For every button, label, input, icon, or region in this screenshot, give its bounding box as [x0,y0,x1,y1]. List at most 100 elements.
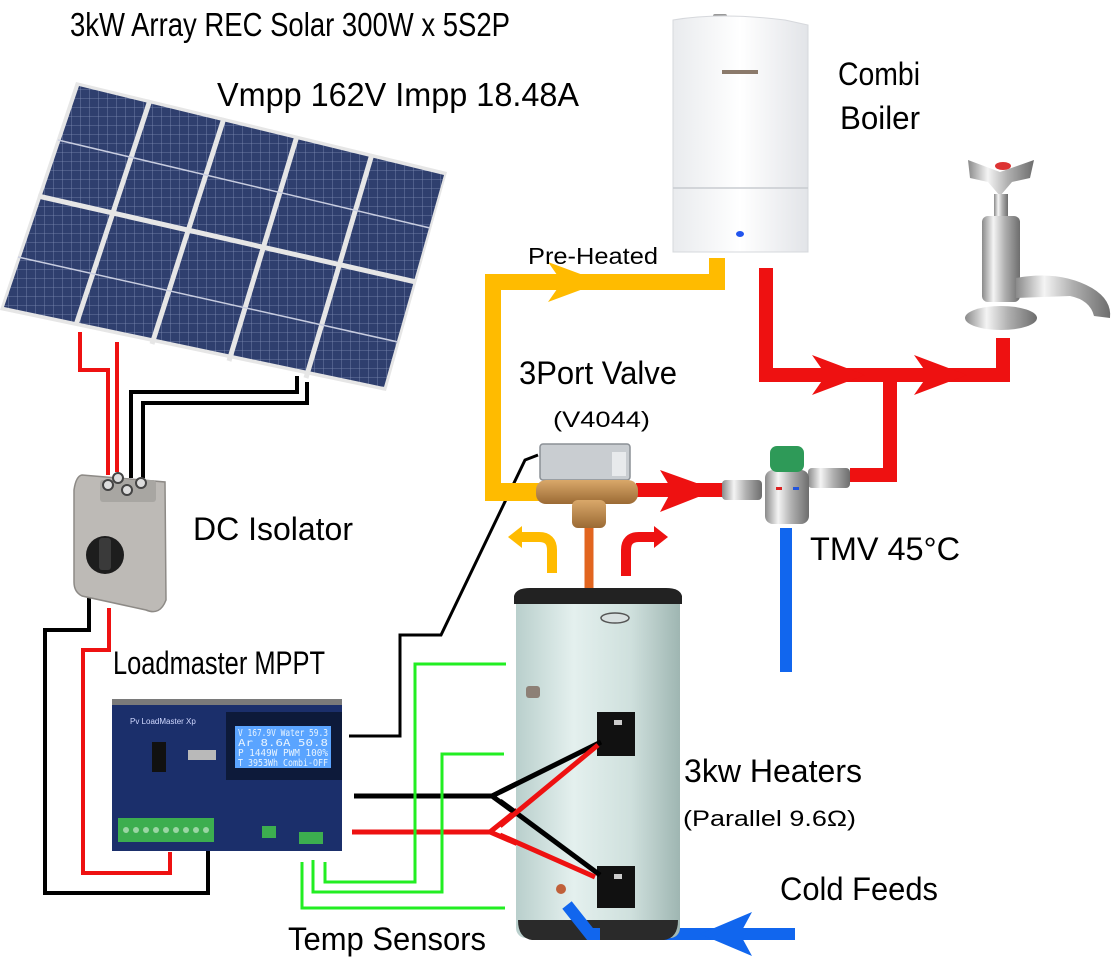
preheat-pipe [485,258,725,500]
hot-water-cylinder [514,588,682,940]
valve-body [536,480,638,504]
tmv-hot-mark [776,487,782,490]
lcd-row-1: V 167.9V Water 59.3 [238,728,328,739]
preheat-pipe-to-valve [485,483,545,501]
cable-gland [102,479,114,491]
valve-bottom-port [572,500,606,528]
array-title: 3kW Array REC Solar 300W x 5S2P [70,6,510,43]
sensor-terminal [262,826,276,838]
valve-to-tmv-arrow [660,470,716,512]
mpp-spec: Vmpp 162V Impp 18.48A [217,76,579,113]
isolator-negative-to-mppt [43,598,210,895]
tmv-body [765,470,809,524]
hot-direction-indicator [621,532,656,576]
combi-boiler [672,14,809,253]
array-row-divider [37,193,417,285]
hot-direction-arrowhead [654,526,668,548]
cylinder-thermostat-pocket [526,686,540,698]
cold-flow-arrow [700,912,752,956]
heaters-label: 3kw Heaters [684,753,862,789]
upper-immersion-heater [597,712,635,756]
tmv-outlet-nut [808,468,850,488]
array-negative-wire-2 [141,382,309,478]
dc-isolator [73,472,167,613]
tmv-outlet-pipe [850,375,897,482]
tap-body [982,216,1020,302]
cable-gland [135,477,147,489]
panel-divider [226,135,300,362]
array-negative-wire-1 [129,376,299,478]
cylinder-cold-feed-end [562,901,600,940]
tmv-label: TMV 45°C [810,531,960,567]
valve-actuator-label [612,452,626,476]
valve-model-label: (V4044) [553,407,650,432]
pre-heated-label: Pre-Heated [528,243,658,269]
heater-wire-ends [498,739,603,880]
tap-stem [994,194,1008,220]
heaters-spec-label: (Parallel 9.6Ω) [683,806,856,831]
sensor-wire-top [323,662,506,884]
temp-sensors-label: Temp Sensors [288,921,486,957]
isolator-body [73,474,167,613]
lcd-row-2: Ar 8.6A 50.8 [238,738,328,749]
lcd-screen [235,726,331,768]
tap-base [965,306,1037,330]
boiler-casing [672,15,809,253]
tmv-cold-mark [793,487,799,490]
lcd-row-4: T 3953Wh Combi-OFF [238,758,328,769]
cable-gland [121,484,133,496]
isolator-positive-to-mppt [81,608,172,875]
cylinder-badge [600,612,630,624]
loadmaster-mppt: Pv LoadMaster Xp V 167.9V Water 59.3 Ar … [112,699,342,851]
pcb-brand: Pv LoadMaster Xp [130,717,196,726]
loadmaster-label: Loadmaster MPPT [113,645,325,681]
cylinder-body [516,590,680,938]
combi-label-line2: Boiler [840,100,920,136]
heater-live-top-end [498,743,600,828]
upper-heater-label [614,720,622,725]
dc-isolator-label: DC Isolator [193,511,353,547]
mppt-enclosure-edge [112,699,342,705]
combi-label-line1: Combi [838,56,920,92]
sensor-wire-bottom [300,862,505,910]
lower-immersion-heater [597,866,635,908]
lcd-row-3: P 1449W PWM 100% [238,748,328,759]
hot-tap[interactable] [965,160,1111,330]
sensor-wire-middle [311,752,504,894]
inductor [152,742,166,772]
three-port-valve [536,443,638,528]
isolator-switch-handle[interactable] [99,538,111,570]
tmv-green-cap [770,446,804,472]
tap-hot-indicator [995,162,1011,170]
heater-live-bottom-end [498,832,597,880]
tmv-inlet-nut [722,480,762,500]
solar-array [0,82,447,391]
array-positive-wire-1 [78,332,110,475]
preheat-direction-arrowhead [508,526,522,548]
panel-divider [149,117,227,345]
hot-flow-arrow-2 [914,355,967,395]
cylinder-cold-inlet [556,884,566,894]
tap-spout [1016,275,1111,318]
cold-feeds-label: Cold Feeds [780,871,938,907]
boiler-logo [722,70,758,74]
sensor-terminal [299,832,323,844]
valve-control-cable [349,453,539,738]
panel-midline [57,139,431,229]
preheat-direction-indicator [520,532,557,573]
cable-gland [112,472,124,484]
lower-heater-label [614,874,622,879]
valve-label: 3Port Valve [519,355,677,391]
tap-cross-handle[interactable] [968,160,1034,196]
temp-sensor-wires [300,662,506,910]
heater-neutral-top-end [498,739,603,795]
boiler-status-led [736,231,744,237]
hot-flow-arrow-1 [812,355,865,395]
panel-divider [303,153,375,379]
cylinder-top-cap [514,588,682,604]
relay [188,750,216,760]
panel-divider [73,99,153,326]
preheat-flow-arrow [548,262,602,302]
tmv [722,446,850,524]
